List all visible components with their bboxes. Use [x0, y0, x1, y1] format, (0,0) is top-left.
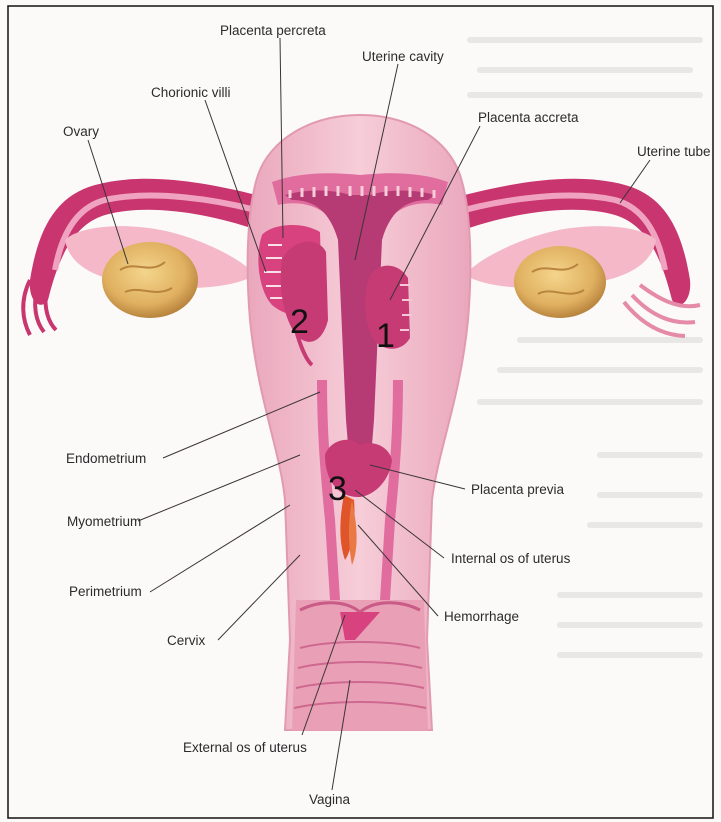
- label-uterine-cavity: Uterine cavity: [362, 49, 444, 64]
- marker-3: 3: [328, 470, 347, 508]
- marker-2: 2: [290, 303, 309, 341]
- label-perimetrium: Perimetrium: [69, 584, 142, 599]
- label-ovary: Ovary: [63, 124, 99, 139]
- label-chorionic-villi: Chorionic villi: [151, 85, 231, 100]
- marker-1: 1: [376, 317, 395, 355]
- label-uterine-tube: Uterine tube: [637, 144, 711, 159]
- left-ovary: [102, 242, 198, 318]
- label-internal-os: Internal os of uterus: [451, 551, 571, 566]
- cervix-vagina: [292, 600, 428, 730]
- label-myometrium: Myometrium: [67, 514, 141, 529]
- label-endometrium: Endometrium: [66, 451, 146, 466]
- label-placenta-percreta: Placenta percreta: [220, 23, 326, 38]
- label-hemorrhage: Hemorrhage: [444, 609, 519, 624]
- label-placenta-previa: Placenta previa: [471, 482, 565, 497]
- label-cervix: Cervix: [167, 633, 206, 648]
- right-ovary: [514, 246, 606, 318]
- label-external-os: External os of uterus: [183, 740, 307, 755]
- label-vagina: Vagina: [309, 792, 351, 807]
- label-placenta-accreta: Placenta accreta: [478, 110, 579, 125]
